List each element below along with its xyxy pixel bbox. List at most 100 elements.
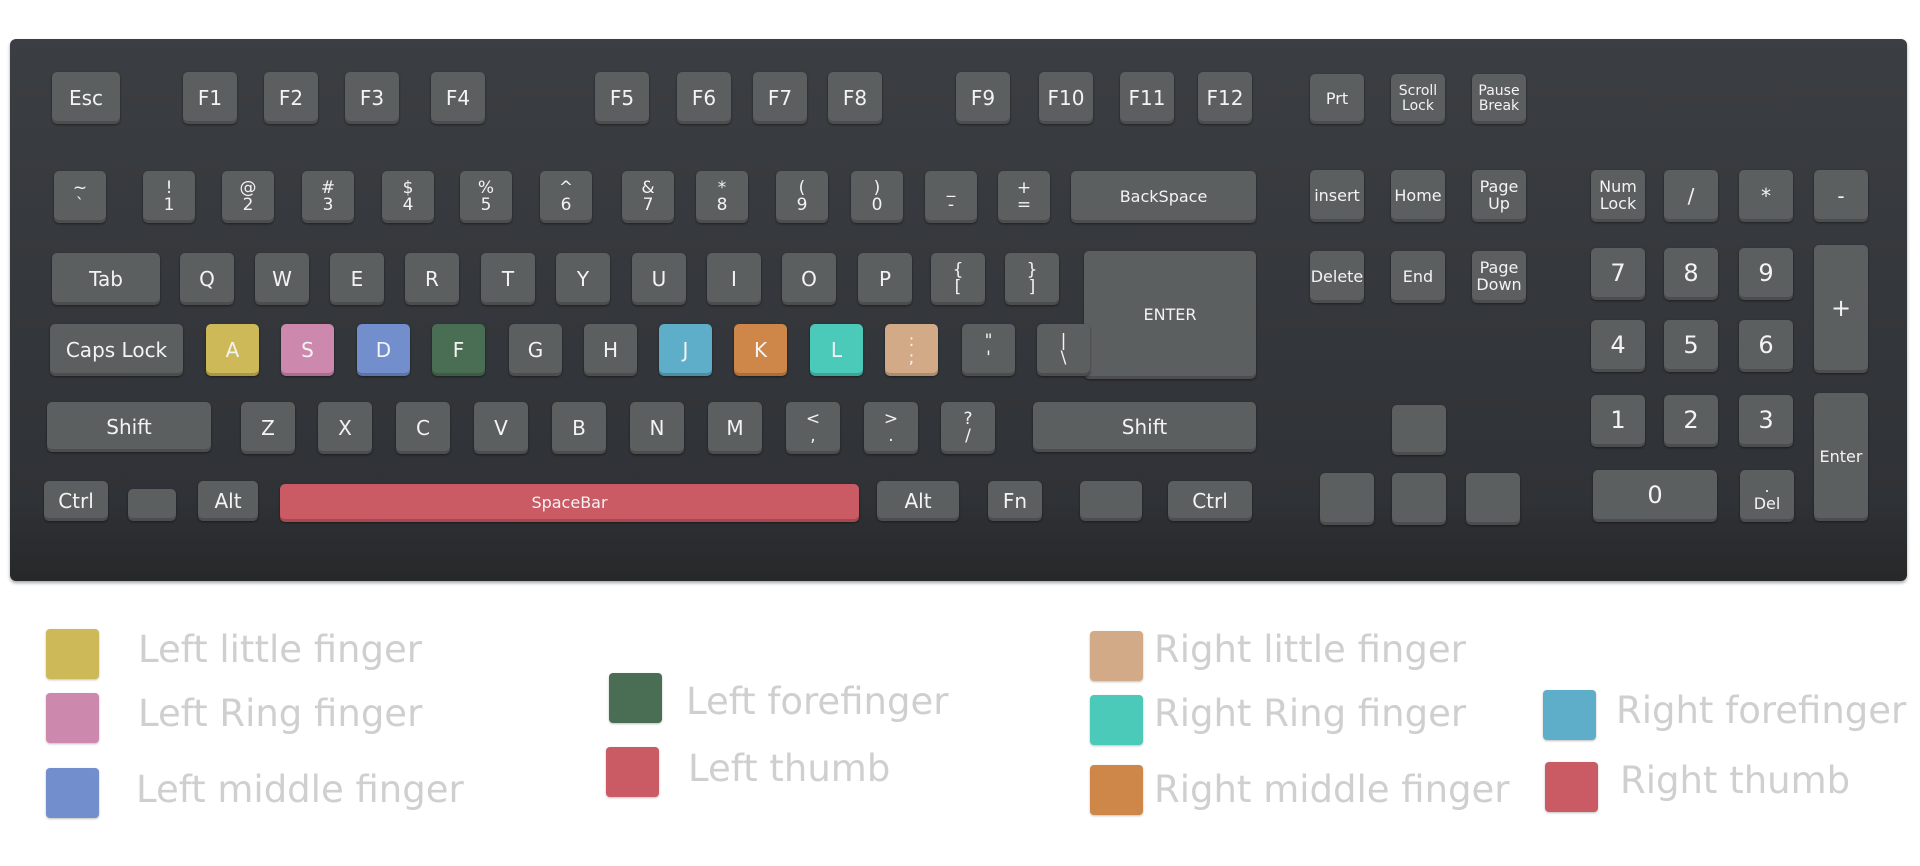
key-enter[interactable]: ENTER <box>1084 251 1256 379</box>
key-u[interactable]: U <box>632 253 686 305</box>
key-quote[interactable]: "' <box>962 324 1015 376</box>
key-l[interactable]: L <box>810 324 863 376</box>
key-np-enter[interactable]: Enter <box>1814 393 1868 521</box>
key-n9[interactable]: (9 <box>776 171 828 223</box>
key-np9[interactable]: 9 <box>1739 248 1793 300</box>
key-n3[interactable]: #3 <box>302 171 354 223</box>
key-f1[interactable]: F1 <box>183 72 237 124</box>
key-h[interactable]: H <box>584 324 637 376</box>
key-spacebar[interactable]: SpaceBar <box>280 484 859 522</box>
key-f6[interactable]: F6 <box>677 72 731 124</box>
key-tab[interactable]: Tab <box>52 253 160 305</box>
key-blank-r3[interactable] <box>1392 473 1446 525</box>
key-insert[interactable]: insert <box>1310 170 1364 222</box>
key-rbrace[interactable]: }] <box>1005 253 1059 305</box>
key-backslash[interactable]: |\ <box>1037 324 1090 376</box>
key-q[interactable]: Q <box>180 253 234 305</box>
key-k[interactable]: K <box>734 324 787 376</box>
key-n[interactable]: N <box>630 402 684 454</box>
key-n8[interactable]: *8 <box>696 171 748 223</box>
key-x[interactable]: X <box>318 402 372 454</box>
key-blank-m[interactable] <box>1080 481 1142 521</box>
key-r[interactable]: R <box>405 253 459 305</box>
key-s[interactable]: S <box>281 324 334 376</box>
key-n6[interactable]: ^6 <box>540 171 592 223</box>
key-period[interactable]: >. <box>864 402 918 454</box>
key-plus[interactable]: += <box>998 171 1050 223</box>
key-np1[interactable]: 1 <box>1591 395 1645 447</box>
key-j[interactable]: J <box>659 324 712 376</box>
key-n2[interactable]: @2 <box>222 171 274 223</box>
key-backspace[interactable]: BackSpace <box>1071 171 1256 223</box>
key-np5[interactable]: 5 <box>1664 320 1718 372</box>
key-f12[interactable]: F12 <box>1198 72 1252 124</box>
key-y[interactable]: Y <box>556 253 610 305</box>
key-f2[interactable]: F2 <box>264 72 318 124</box>
key-f10[interactable]: F10 <box>1039 72 1093 124</box>
key-i[interactable]: I <box>707 253 761 305</box>
key-n1[interactable]: !1 <box>143 171 195 223</box>
key-alt-left[interactable]: Alt <box>198 481 258 521</box>
key-n5[interactable]: %5 <box>460 171 512 223</box>
key-prt[interactable]: Prt <box>1310 74 1364 124</box>
key-shift-left[interactable]: Shift <box>47 402 211 452</box>
key-esc[interactable]: Esc <box>52 72 120 124</box>
key-t[interactable]: T <box>481 253 535 305</box>
key-z[interactable]: Z <box>241 402 295 454</box>
key-f11[interactable]: F11 <box>1120 72 1174 124</box>
key-np-minus[interactable]: - <box>1814 170 1868 222</box>
key-caps-lock[interactable]: Caps Lock <box>50 324 183 376</box>
key-slash[interactable]: ?/ <box>941 402 995 454</box>
key-home[interactable]: Home <box>1391 170 1445 222</box>
key-d[interactable]: D <box>357 324 410 376</box>
key-b[interactable]: B <box>552 402 606 454</box>
key-np7[interactable]: 7 <box>1591 248 1645 300</box>
key-np-del[interactable]: .Del <box>1740 470 1794 522</box>
key-blank-r1[interactable] <box>1392 405 1446 455</box>
key-f5[interactable]: F5 <box>595 72 649 124</box>
key-e[interactable]: E <box>330 253 384 305</box>
key-n0[interactable]: )0 <box>851 171 903 223</box>
key-comma[interactable]: <, <box>786 402 840 454</box>
key-np4[interactable]: 4 <box>1591 320 1645 372</box>
key-c[interactable]: C <box>396 402 450 454</box>
key-minus[interactable]: _- <box>925 171 977 223</box>
key-o[interactable]: O <box>782 253 836 305</box>
key-f8[interactable]: F8 <box>828 72 882 124</box>
key-p[interactable]: P <box>858 253 912 305</box>
key-w[interactable]: W <box>255 253 309 305</box>
key-ctrl-right[interactable]: Ctrl <box>1168 481 1252 521</box>
key-np6[interactable]: 6 <box>1739 320 1793 372</box>
key-blank-l[interactable] <box>128 489 176 521</box>
key-alt-right[interactable]: Alt <box>877 481 959 521</box>
key-delete[interactable]: Delete <box>1310 251 1364 303</box>
key-f[interactable]: F <box>432 324 485 376</box>
key-f4[interactable]: F4 <box>431 72 485 124</box>
key-tilde[interactable]: ~` <box>54 171 106 223</box>
key-n4[interactable]: $4 <box>382 171 434 223</box>
key-a[interactable]: A <box>206 324 259 376</box>
key-shift-right[interactable]: Shift <box>1033 402 1256 452</box>
key-fn[interactable]: Fn <box>988 481 1042 521</box>
key-np-slash[interactable]: / <box>1664 170 1718 222</box>
key-lbrace[interactable]: {[ <box>931 253 985 305</box>
key-f9[interactable]: F9 <box>956 72 1010 124</box>
key-n7[interactable]: &7 <box>622 171 674 223</box>
key-g[interactable]: G <box>509 324 562 376</box>
key-v[interactable]: V <box>474 402 528 454</box>
key-np3[interactable]: 3 <box>1739 395 1793 447</box>
key-end[interactable]: End <box>1391 251 1445 303</box>
key-blank-r2[interactable] <box>1320 473 1374 525</box>
key-f7[interactable]: F7 <box>753 72 807 124</box>
key-m[interactable]: M <box>708 402 762 454</box>
key-np2[interactable]: 2 <box>1664 395 1718 447</box>
key-f3[interactable]: F3 <box>345 72 399 124</box>
key-blank-r4[interactable] <box>1466 473 1520 525</box>
key-np8[interactable]: 8 <box>1664 248 1718 300</box>
key-ctrl-left[interactable]: Ctrl <box>44 481 108 521</box>
